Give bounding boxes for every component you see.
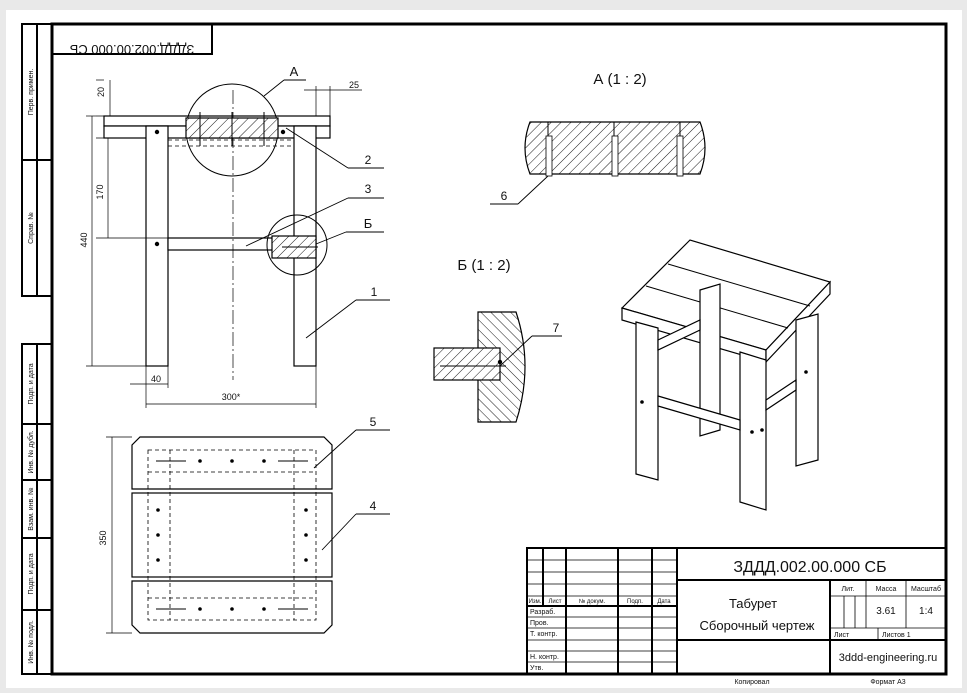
front-view: [103, 83, 331, 380]
detail-b: Б (1 : 2) 7: [433, 257, 562, 423]
side-label: Инв. № дубл.: [27, 430, 35, 473]
footer-copied: Копировал: [734, 679, 769, 686]
front-callouts: А 2 3 Б 1: [245, 64, 390, 339]
detail-a: А (1 : 2) 6: [490, 71, 706, 205]
scale-label: Масштаб: [911, 585, 941, 593]
dim-440: 440: [79, 232, 89, 247]
footer-format: Формат А3: [870, 679, 905, 686]
title-doc-code: ЗДДД.002.00.000 СБ: [733, 559, 886, 576]
callout-3: 3: [365, 182, 372, 196]
side-label: Подп. и дата: [28, 363, 35, 404]
row-label: Т. контр.: [530, 631, 557, 638]
sheet-label: Лист: [834, 632, 850, 639]
scale-value: 1:4: [919, 606, 933, 617]
detail-a-title: А (1 : 2): [593, 71, 646, 88]
callout-1: 1: [371, 285, 378, 299]
dim-300: 300*: [222, 392, 241, 402]
detail-b-title: Б (1 : 2): [457, 257, 510, 274]
row-label: Разраб.: [530, 608, 555, 616]
col-header: Дата: [657, 599, 671, 605]
isometric-view: [620, 239, 832, 511]
callout-5: 5: [370, 415, 377, 429]
mirrored-stamp: ЗДДД.002.00.000 СБ: [51, 23, 213, 57]
dim-170: 170: [95, 184, 105, 199]
side-strip: Перв. примен. Справ. № Подп. и дата Инв.…: [21, 23, 53, 675]
col-header: Подп.: [627, 599, 643, 605]
title-block: Изм. Лист № докум. Подп. Дата Разраб. Пр…: [526, 547, 947, 675]
col-header: Изм.: [529, 599, 542, 605]
side-label: Перв. примен.: [28, 69, 35, 116]
title-doc-type: Сборочный чертеж: [700, 618, 815, 633]
callout-view-a: А: [290, 64, 299, 79]
side-label: Подп. и дата: [28, 553, 35, 594]
mass-label: Масса: [876, 586, 897, 593]
lit-label: Лит.: [842, 586, 855, 593]
col-header: Лист: [548, 599, 561, 605]
row-label: Утв.: [530, 665, 543, 672]
dim-40: 40: [151, 374, 161, 384]
dim-350: 350: [98, 530, 108, 545]
front-dimensions: 20 170 440 40 300* 25: [79, 79, 362, 408]
side-label: Взам. инв. №: [28, 487, 35, 530]
dim-25: 25: [349, 80, 359, 90]
title-name: Табурет: [729, 596, 777, 611]
top-view: 350 5 4: [98, 415, 390, 634]
mass-value: 3.61: [876, 606, 896, 617]
row-label: Н. контр.: [530, 654, 559, 661]
dim-20: 20: [96, 87, 106, 97]
site-name: 3ddd-engineering.ru: [839, 652, 937, 664]
side-label: Справ. №: [28, 212, 35, 244]
callout-view-b: Б: [364, 216, 373, 231]
side-label: Инв. № подл.: [28, 620, 35, 664]
sheets-label: Листов 1: [882, 632, 911, 639]
callout-6: 6: [501, 189, 508, 203]
mirrored-doc-code: ЗДДД.002.00.000 СБ: [70, 42, 194, 57]
col-header: № докум.: [579, 598, 606, 605]
callout-7: 7: [553, 321, 560, 335]
callout-4: 4: [370, 499, 377, 513]
row-label: Пров.: [530, 620, 549, 627]
callout-2: 2: [365, 153, 372, 167]
